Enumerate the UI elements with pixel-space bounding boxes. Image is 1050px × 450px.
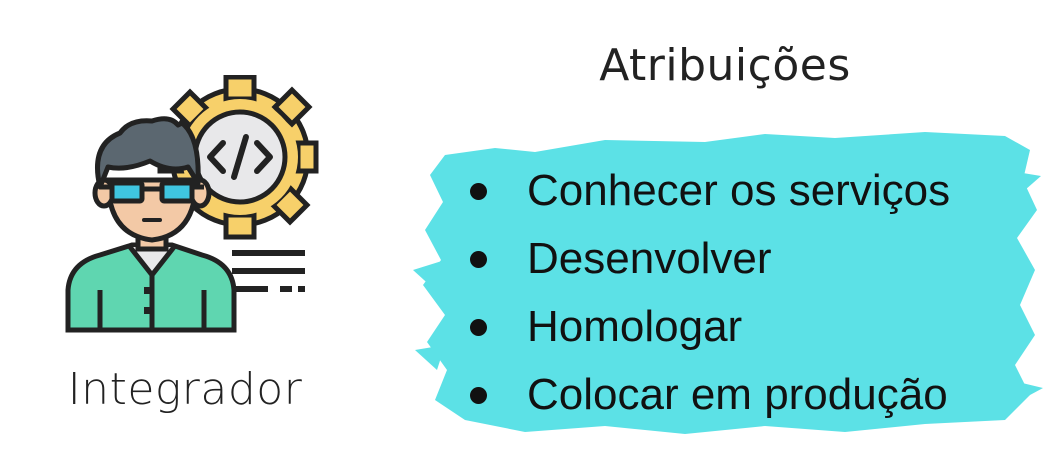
glasses-icon bbox=[100, 180, 204, 204]
text-lines-icon bbox=[232, 250, 305, 292]
list-item-label: Colocar em produção bbox=[527, 370, 948, 419]
list-item-label: Conhecer os serviços bbox=[527, 166, 951, 215]
list-item-label: Desenvolver bbox=[527, 234, 772, 283]
list-item: Colocar em produção bbox=[470, 361, 950, 429]
bullet-icon bbox=[470, 182, 487, 200]
person-icon bbox=[65, 116, 237, 333]
code-brackets-icon bbox=[207, 134, 273, 180]
attributions-list: Conhecer os serviços Desenvolver Homolog… bbox=[470, 157, 950, 429]
list-item: Desenvolver bbox=[470, 225, 950, 293]
role-label: Integrador bbox=[67, 364, 303, 415]
list-item: Conhecer os serviços bbox=[470, 157, 950, 225]
list-item: Homologar bbox=[470, 293, 950, 361]
bullet-icon bbox=[470, 386, 487, 404]
highlight-brush bbox=[405, 120, 1045, 440]
developer-with-gear-icon bbox=[65, 75, 319, 333]
list-item-label: Homologar bbox=[527, 302, 743, 351]
integrador-illustration bbox=[60, 75, 320, 340]
section-title: Atribuições bbox=[599, 40, 851, 91]
bullet-icon bbox=[470, 250, 487, 268]
bullet-icon bbox=[470, 318, 487, 336]
